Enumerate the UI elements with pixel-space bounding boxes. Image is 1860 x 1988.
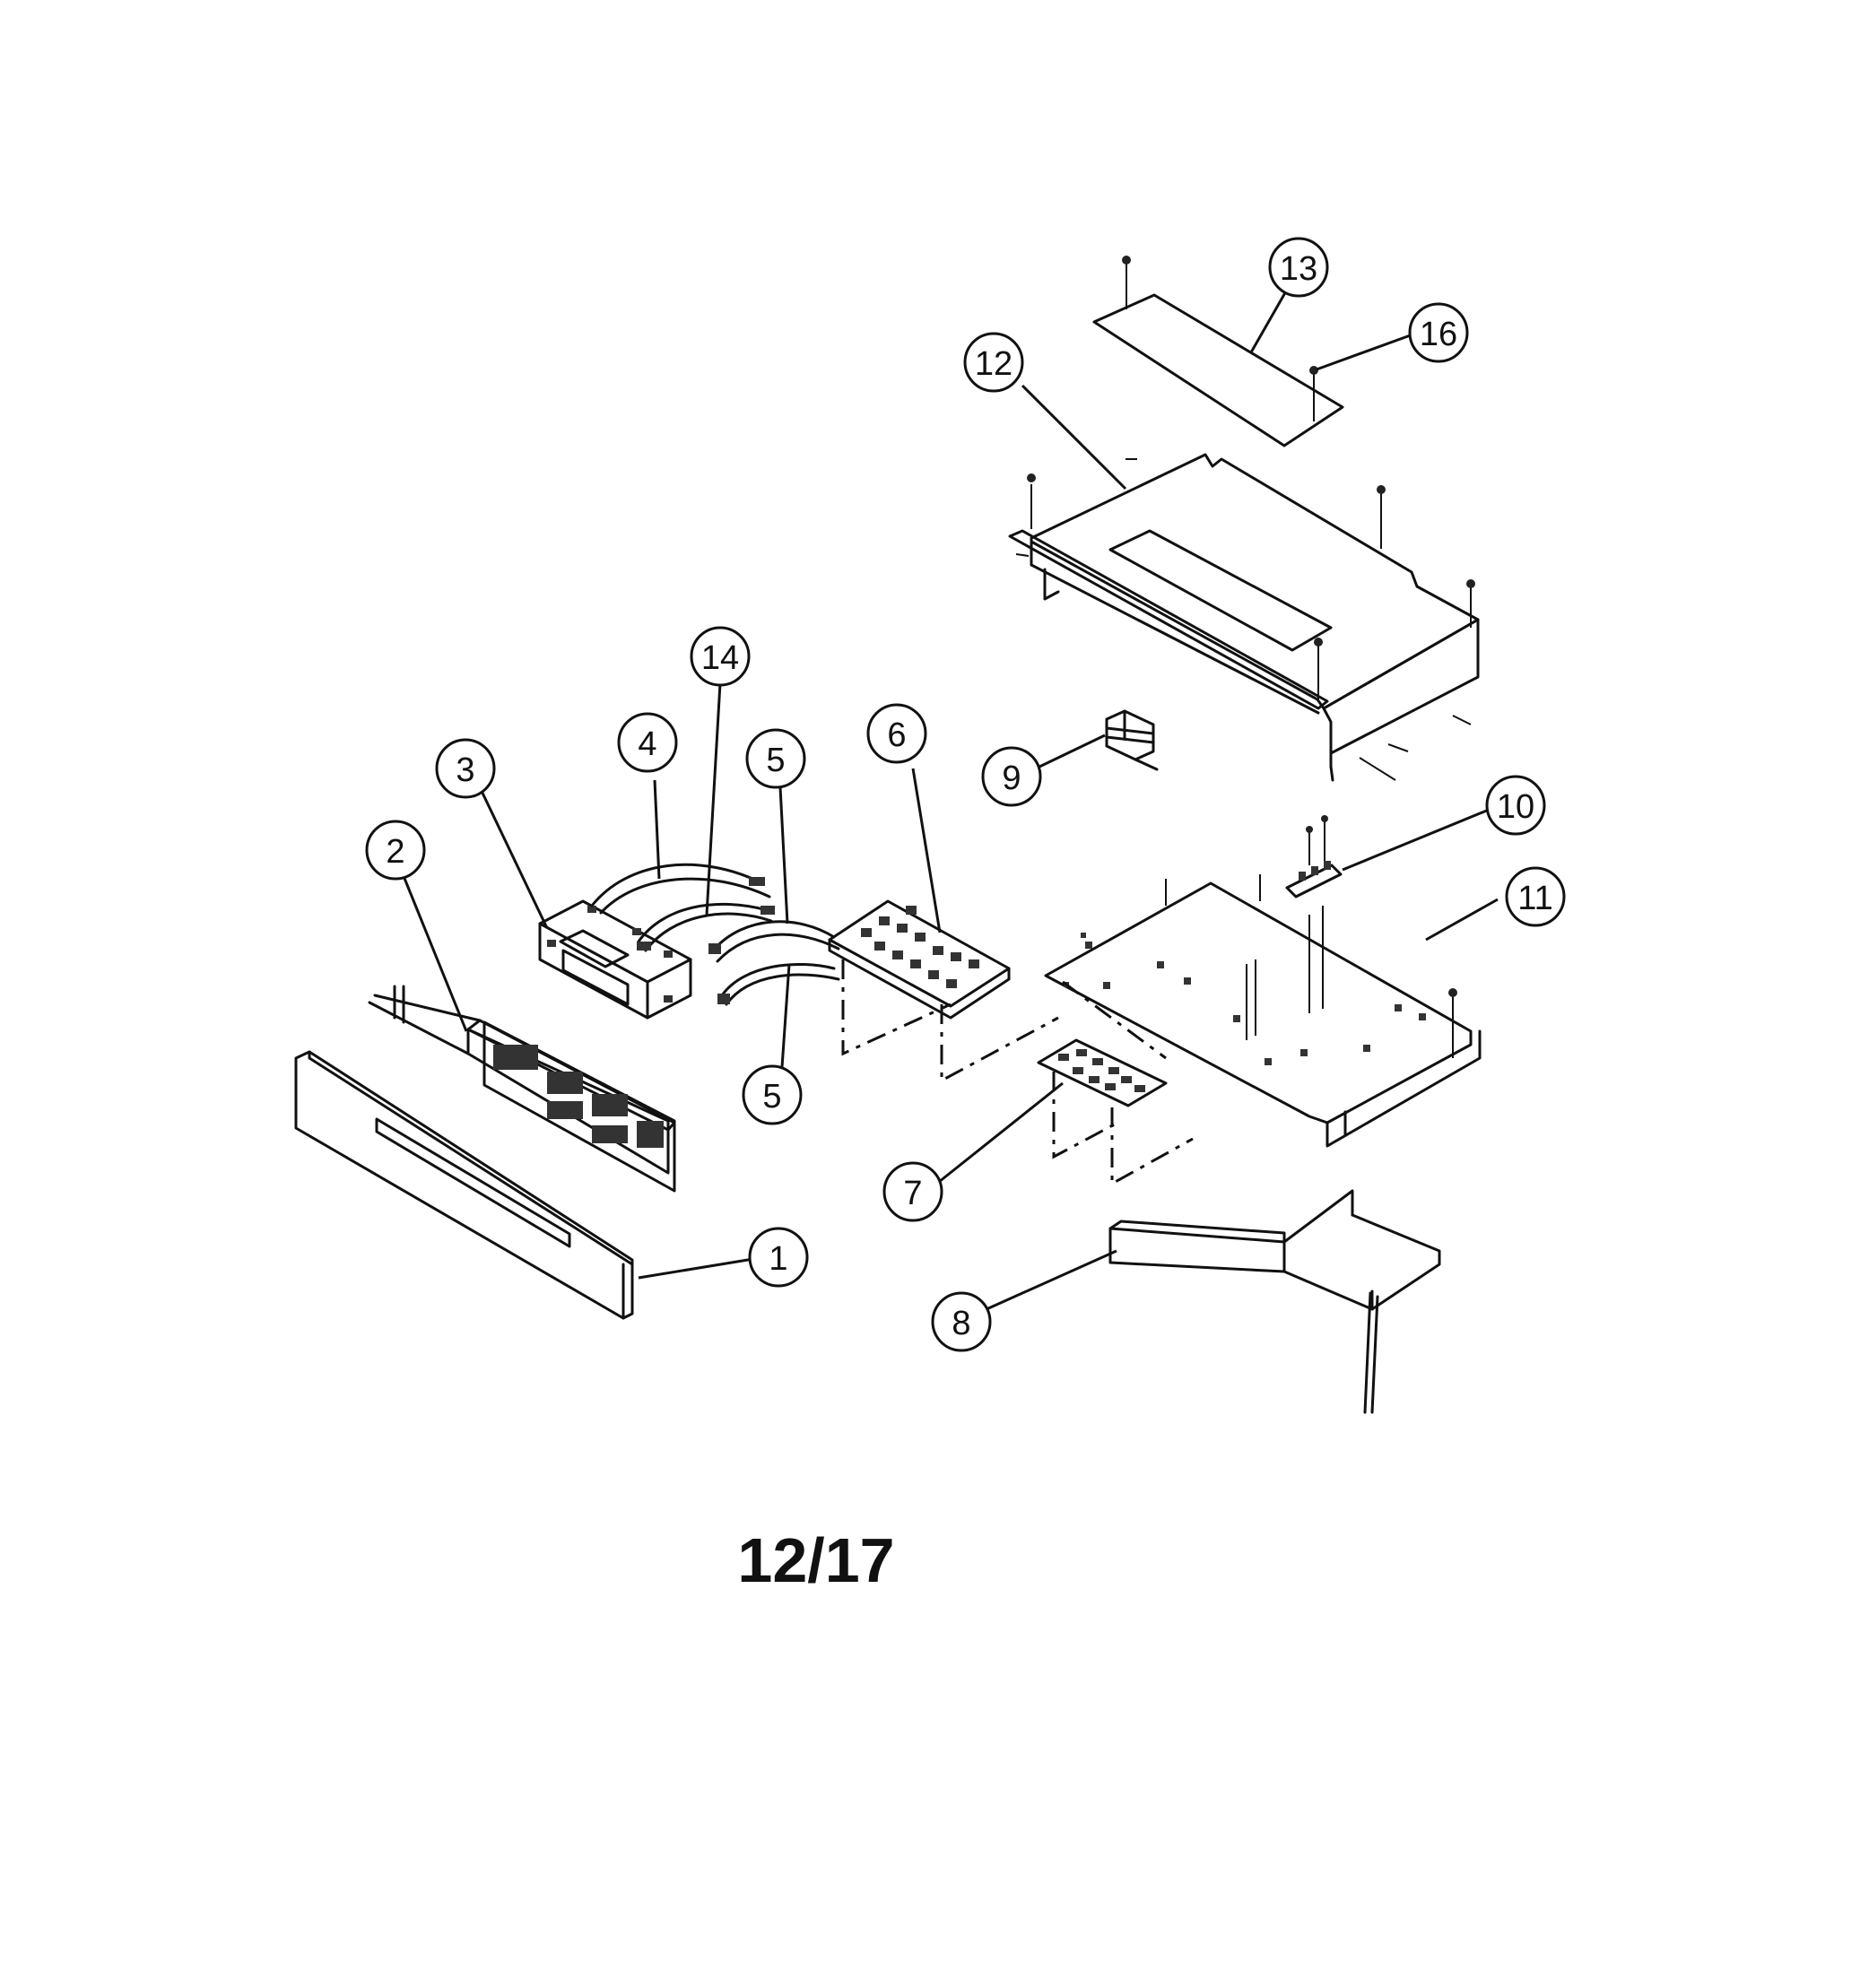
callout-10: 10 — [1485, 775, 1546, 836]
part-2-control-panel — [368, 985, 676, 1193]
part-12-top-cover — [1008, 453, 1480, 782]
callout-label: 16 — [1420, 316, 1457, 353]
callout-4: 4 — [617, 712, 678, 773]
callout-8: 8 — [931, 1291, 992, 1352]
part-14-wire-harness — [637, 902, 775, 952]
callout-label: 6 — [887, 716, 906, 754]
part-13-plate — [1092, 256, 1344, 447]
callout-label: 14 — [701, 639, 739, 677]
callout-label: 5 — [766, 742, 785, 779]
part-9-component — [1105, 709, 1159, 771]
callout-6: 6 — [866, 703, 927, 764]
callout-label: 13 — [1280, 250, 1317, 288]
callout-label: 10 — [1497, 788, 1534, 826]
callout-2: 2 — [365, 820, 426, 881]
callout-13: 13 — [1268, 237, 1329, 298]
page-number: 12/17 — [737, 1525, 895, 1595]
part-11-base-chassis — [1044, 874, 1482, 1148]
callout-label: 4 — [638, 725, 656, 763]
callout-label: 12 — [975, 345, 1013, 383]
part-1-front-trim — [294, 1050, 634, 1320]
callout-label: 2 — [386, 833, 404, 871]
callout-label: 11 — [1517, 880, 1552, 917]
part-7-control-board — [1037, 1038, 1168, 1107]
callout-label: 5 — [762, 1078, 781, 1116]
callout-3: 3 — [435, 738, 496, 799]
callout-label: 1 — [769, 1240, 787, 1278]
callout-label: 3 — [456, 751, 474, 789]
callout-5a: 5 — [745, 728, 806, 789]
callout-11: 11 — [1505, 866, 1566, 927]
callout-label: 7 — [903, 1175, 922, 1212]
assembly-dashed-lines — [841, 959, 1194, 1186]
callout-1: 1 — [748, 1227, 809, 1288]
part-5-wire-harness-lower — [717, 962, 840, 1006]
part-5-wire-harness-upper — [708, 920, 840, 963]
part-3-bracket — [538, 899, 692, 1020]
part-8-bottom-bracket — [1108, 1189, 1441, 1414]
callout-14: 14 — [690, 626, 751, 687]
callout-label: 9 — [1002, 760, 1021, 797]
callout-label: 8 — [952, 1305, 970, 1342]
callout-9: 9 — [981, 746, 1042, 807]
callout-16: 16 — [1408, 302, 1469, 363]
part-10-terminal-block — [1285, 815, 1343, 899]
part-6-control-board — [828, 899, 1011, 1020]
leader-lines — [402, 289, 1499, 1311]
callout-5b: 5 — [742, 1064, 803, 1125]
callout-7: 7 — [882, 1161, 943, 1222]
part-4-wire-harness — [590, 863, 771, 915]
callout-12: 12 — [963, 332, 1024, 393]
